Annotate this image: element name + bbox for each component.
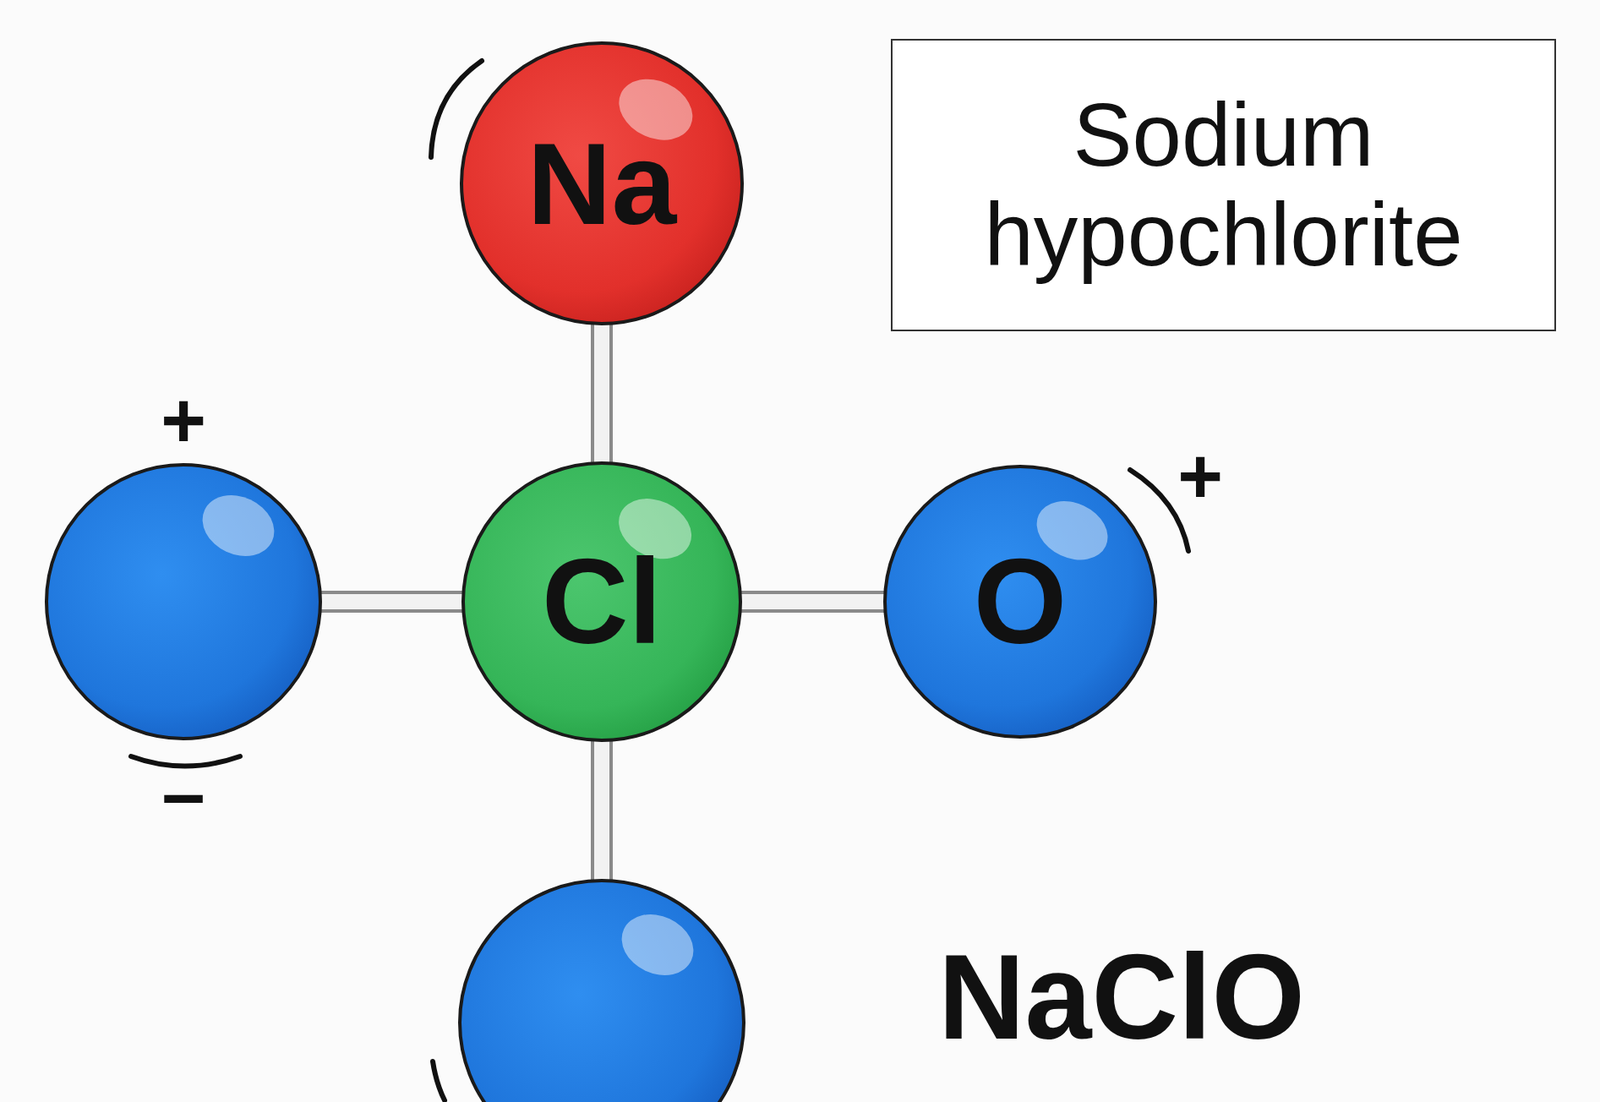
charge-sign: + [1177,436,1224,515]
motion-arc [432,1061,445,1101]
atom-sphere [46,464,321,739]
atom-sphere: Na [459,41,744,326]
charge-sign: + [160,381,207,459]
element-symbol: Cl [541,541,662,662]
title-box: Sodium hypochlorite [890,38,1557,332]
atom-sphere: O [883,464,1158,739]
charge-sign: – [161,753,205,832]
atom-sphere [459,880,744,1102]
element-symbol: Na [527,125,677,242]
atom-sphere: Cl [461,461,743,743]
compound-name: Sodium hypochlorite [926,85,1521,284]
bond-rod [601,323,603,464]
bond-rod [319,601,464,603]
bond-rod [601,740,603,881]
chemical-formula: NaClO [938,937,1306,1058]
bond-rod [740,601,885,603]
element-symbol: O [973,541,1067,662]
